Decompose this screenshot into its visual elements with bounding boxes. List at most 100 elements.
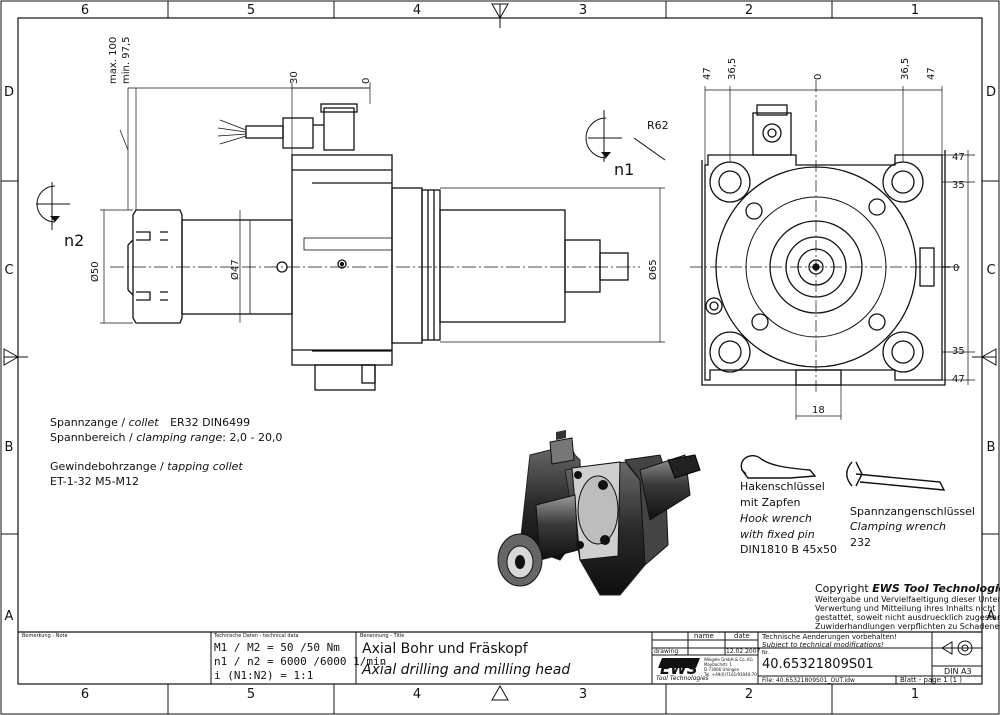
collet-de: Spannzange / bbox=[50, 416, 126, 429]
copyright-line-2: Weitergabe und Vervielfaeltigung dieser … bbox=[815, 595, 1000, 604]
label-n1: n1 bbox=[614, 160, 634, 179]
row-label-right: A bbox=[987, 609, 996, 624]
ews-logo: EWS bbox=[658, 658, 700, 678]
row-label-left: A bbox=[5, 609, 14, 624]
col-label-bottom: 3 bbox=[579, 687, 587, 702]
remarks-label: Bemerkung - Note bbox=[22, 633, 68, 639]
dim-d47: Ø47 bbox=[229, 259, 241, 280]
front-view-dimlines bbox=[704, 86, 975, 420]
sheet-number: Blatt - page 1 (1 ) bbox=[900, 676, 963, 684]
drawing-date: 12.02.2007 bbox=[726, 648, 761, 655]
tap-line: Gewindebohrzange / tapping collet bbox=[50, 460, 243, 473]
dim-right-47b: 47 bbox=[952, 374, 965, 385]
tap-en: tapping collet bbox=[167, 460, 243, 473]
dim-d65: Ø65 bbox=[647, 259, 659, 280]
dim-right-35a: 35 bbox=[952, 180, 965, 191]
dim-right-47a: 47 bbox=[952, 152, 965, 163]
range-line: Spannbereich / clamping range: 2,0 - 20,… bbox=[50, 431, 282, 444]
collet-en: collet bbox=[128, 416, 159, 429]
title-block bbox=[18, 631, 982, 684]
dim-top-47a: 47 bbox=[702, 67, 713, 80]
torque-line: M1 / M2 = 50 /50 Nm bbox=[214, 641, 340, 654]
label-r62: R62 bbox=[647, 119, 669, 132]
dim-min: min. 97,5 bbox=[121, 37, 132, 84]
company-line-4: Tel. +49(0)7161/93040-70 bbox=[704, 672, 757, 677]
hook-wrench-label-4: with fixed pin bbox=[740, 528, 815, 541]
col-label-top: 6 bbox=[81, 3, 89, 18]
tech-data-label: Technische Daten - technical data bbox=[214, 633, 299, 639]
speed-line: n1 / n2 = 6000 /6000 1/min bbox=[214, 655, 387, 668]
change-notice-de: Technische Aenderungen vorbehalten! bbox=[762, 633, 897, 641]
front-view-dims: 47 36,5 0 36,5 47 47 35 0 35 47 18 bbox=[702, 58, 965, 416]
range-en: clamping range bbox=[136, 431, 223, 444]
dim-zero: 0 bbox=[361, 78, 372, 84]
company-line-2: Maybachstr. 1 bbox=[704, 662, 733, 667]
centering-marks bbox=[3, 3, 997, 701]
row-label-left: D bbox=[4, 85, 14, 100]
side-view-fills bbox=[50, 152, 611, 222]
col-label-top: 5 bbox=[247, 3, 255, 18]
number-label: Nr. bbox=[762, 650, 769, 656]
clamping-wrench-icon bbox=[846, 461, 946, 491]
dim-max: max. 100 bbox=[108, 37, 119, 84]
hook-wrench-icon bbox=[740, 454, 817, 479]
hook-wrench-label-1: Hakenschlüssel bbox=[740, 480, 825, 493]
clamp-wrench-label-1: Spannzangenschlüssel bbox=[850, 505, 975, 518]
clamp-wrench-label-3: 232 bbox=[850, 536, 871, 549]
col-label-bottom: 1 bbox=[911, 687, 919, 702]
collet-line: Spannzange / collet ER32 DIN6499 bbox=[50, 416, 250, 429]
copyright-line-4: gestattet, soweit nicht ausdruecklich zu… bbox=[815, 613, 1000, 622]
dim-top-47b: 47 bbox=[926, 67, 937, 80]
tap-de: Gewindebohrzange / bbox=[50, 460, 164, 473]
col-label-bottom: 2 bbox=[745, 687, 753, 702]
row-label-right: B bbox=[987, 440, 996, 455]
hook-wrench-label-2: mit Zapfen bbox=[740, 496, 801, 509]
row-label-right: D bbox=[986, 85, 996, 100]
col-label-bottom: 6 bbox=[81, 687, 89, 702]
dim-d50: Ø50 bbox=[89, 261, 101, 282]
title-german: Axial Bohr und Fräskopf bbox=[362, 641, 528, 657]
dim-right-35b: 35 bbox=[952, 346, 965, 357]
side-view-dims: max. 100 min. 97,5 30 0 Ø50 Ø47 Ø65 n2 n… bbox=[64, 37, 669, 282]
hook-wrench-label-3: Hook wrench bbox=[740, 512, 812, 525]
side-view bbox=[36, 82, 666, 391]
dim-top-0: 0 bbox=[813, 74, 824, 80]
copyright-heading: Copyright EWS Tool Technologies bbox=[815, 582, 1000, 595]
paper-size: DIN A3 bbox=[944, 667, 972, 676]
dim-30: 30 bbox=[289, 71, 300, 84]
row-label-left: C bbox=[4, 263, 13, 278]
company-line-3: D-73066 Uhingen bbox=[704, 667, 740, 672]
ratio-line: i (N1:N2) = 1:1 bbox=[214, 669, 314, 682]
dim-right-0: 0 bbox=[953, 263, 959, 274]
copyright-prefix: Copyright bbox=[815, 582, 873, 595]
label-n2: n2 bbox=[64, 231, 84, 250]
col-label-top: 3 bbox=[579, 3, 587, 18]
collet-spec: ER32 DIN6499 bbox=[170, 416, 251, 429]
logo-subtitle: Tool Technologies bbox=[656, 675, 709, 682]
company-line-1: Weigele GmbH & Co. KG bbox=[704, 657, 753, 662]
front-view bbox=[701, 104, 950, 386]
copyright-line-5: Zuwiderhandlungen verpflichten zu Schade… bbox=[815, 622, 1000, 631]
copyright-line-3: Verwertung und Mitteilung ihres Inhalts … bbox=[815, 604, 996, 613]
ews-logo-text: EWS bbox=[660, 660, 698, 678]
title-label: Benennung - Title bbox=[360, 633, 405, 639]
clamp-wrench-label-2: Clamping wrench bbox=[850, 520, 946, 533]
frame-labels: 6 5 4 3 2 1 6 5 4 3 2 1 D C B A D C B A bbox=[4, 3, 996, 702]
col-label-top: 2 bbox=[745, 3, 753, 18]
dim-top-365a: 36,5 bbox=[727, 58, 738, 80]
col-name-label: name bbox=[694, 632, 714, 640]
front-view-centerlines bbox=[690, 80, 960, 395]
dim-bottom-18: 18 bbox=[812, 405, 825, 416]
iso-render bbox=[497, 430, 701, 596]
col-label-top: 1 bbox=[911, 3, 919, 18]
row-label-left: B bbox=[5, 440, 14, 455]
range-val: : 2,0 - 20,0 bbox=[222, 431, 283, 444]
row-label-right: C bbox=[986, 263, 995, 278]
col-label-bottom: 5 bbox=[247, 687, 255, 702]
file-name: File: 40.65321809S01_OUT.idw bbox=[762, 677, 855, 684]
title-english: Axial drilling and milling head bbox=[362, 662, 571, 678]
change-notice-en: Subject to technical modifications! bbox=[762, 641, 884, 649]
tap-value: ET-1-32 M5-M12 bbox=[50, 475, 140, 488]
